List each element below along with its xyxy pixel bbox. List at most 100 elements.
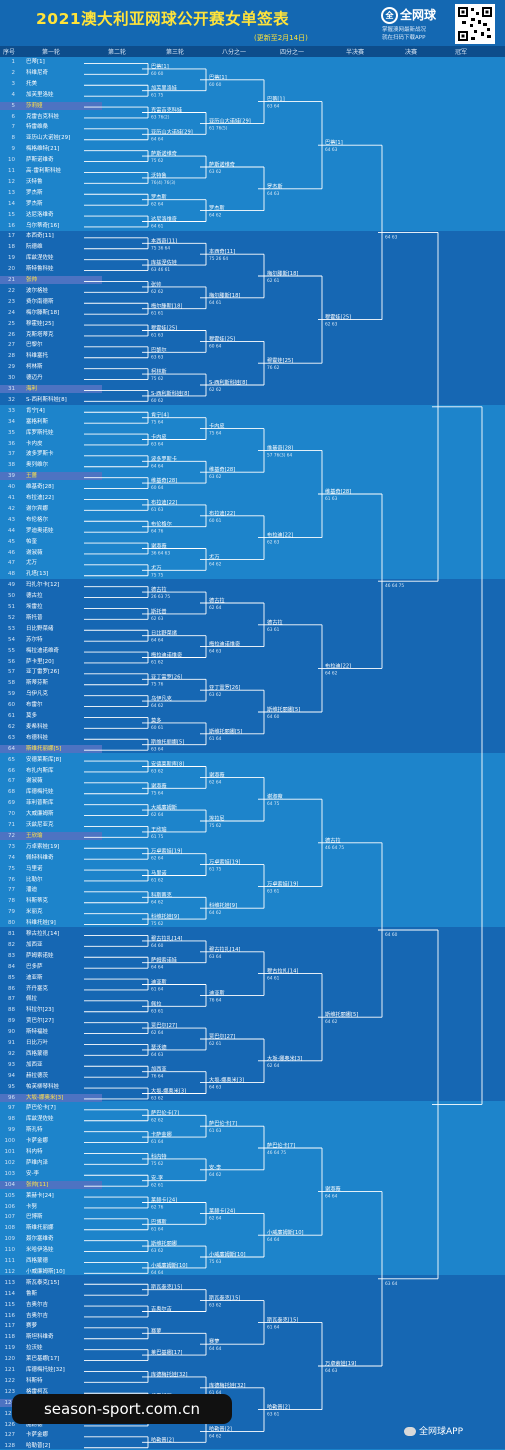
- seq-number: 95: [8, 1083, 15, 1090]
- seq-number: 68: [8, 789, 15, 796]
- match-score: 64 62: [325, 1019, 338, 1025]
- match-score: 64 63: [151, 1052, 164, 1058]
- player-name: 万卓索娃[19]: [26, 843, 60, 850]
- col-round3: 第三轮: [166, 49, 185, 56]
- seq-number: 102: [4, 1159, 16, 1166]
- player-name: 帕奎: [26, 538, 38, 545]
- player-name: 沃特鲁: [26, 178, 43, 185]
- seq-number: 13: [8, 189, 15, 196]
- match-score: 61 62: [151, 878, 164, 884]
- seq-number: 114: [4, 1290, 16, 1297]
- player-name: 赫拉德茨: [26, 1072, 49, 1079]
- match-score: 61 75: [151, 834, 164, 840]
- advancing-player: 波多罗斯卡: [151, 454, 177, 462]
- player-name: 莫多: [26, 713, 38, 719]
- player-name: 布雷尔: [26, 702, 43, 709]
- advancing-player: 哈勒普[2]: [267, 1403, 290, 1411]
- seq-number: 11: [8, 168, 15, 174]
- seq-number: 76: [8, 876, 15, 883]
- player-name: 张帅: [26, 277, 38, 283]
- seq-number: 96: [8, 1094, 15, 1101]
- seq-number: 109: [4, 1236, 16, 1243]
- seq-number: 43: [8, 516, 15, 523]
- match-score: 64 63: [325, 1368, 338, 1374]
- seq-number: 36: [8, 440, 15, 447]
- wechat-icon: [404, 1427, 416, 1436]
- seq-number: 98: [8, 1116, 15, 1123]
- match-score: 64 64: [151, 965, 164, 971]
- advancing-player: 谢淑薇: [209, 770, 225, 778]
- advancing-player: 布拉迪[22]: [267, 531, 293, 539]
- advancing-player: 巴蒂[1]: [267, 95, 285, 103]
- seq-number: 12: [8, 178, 15, 185]
- seq-number: 28: [8, 353, 15, 360]
- match-score: 62 62: [209, 387, 222, 393]
- advancing-player: 巴蒂[1]: [151, 62, 169, 70]
- player-name: 克斯塔蒂克: [26, 331, 54, 338]
- match-score: 76 64: [209, 997, 222, 1003]
- advancing-player: 亚历山大诺娃[29]: [209, 116, 251, 124]
- match-score: 62 61: [151, 1183, 164, 1189]
- player-name: 斯特鲁科娃: [26, 266, 54, 273]
- app-logo[interactable]: 全 全网球 掌握澳网最新战况 就在扫码下载APP: [381, 4, 449, 42]
- match-score: 75 62: [151, 376, 164, 382]
- advancing-player: 斯维托丽娜[5]: [151, 738, 184, 746]
- seq-number: 99: [8, 1127, 15, 1134]
- logo-name: 全网球: [400, 8, 437, 22]
- col-champion: 冠军: [455, 49, 468, 56]
- match-score: 63 62: [209, 169, 222, 175]
- match-score: 61 64: [151, 1139, 164, 1145]
- player-name: 高-雷利斯科娃: [26, 168, 61, 174]
- player-name: 奥列维尔: [26, 462, 49, 469]
- seq-number: 20: [8, 266, 15, 273]
- match-score: 63 61: [151, 1008, 164, 1014]
- match-score: 75 62: [151, 1161, 164, 1167]
- match-score: 61 62: [151, 660, 164, 666]
- match-score: 60 60: [151, 71, 164, 77]
- advancing-player: 莫多: [151, 716, 161, 724]
- player-name: 哈勒普[2]: [26, 1443, 51, 1450]
- player-name: 库兹涅佐娃: [26, 255, 54, 262]
- update-note: (更新至2月14日): [254, 34, 308, 42]
- advancing-player: 瑟沃德: [151, 1043, 167, 1051]
- match-score: 64 62: [209, 561, 222, 567]
- seq-number: 33: [8, 407, 15, 414]
- player-name: 卡萨金娜: [26, 1138, 49, 1145]
- seq-number: 126: [4, 1421, 16, 1428]
- advancing-player: S-西利斯科娃[8]: [151, 389, 189, 397]
- player-name: 科维尼奇: [26, 69, 49, 76]
- advancing-player: 沃特鲁: [151, 171, 167, 179]
- seq-number: 124: [4, 1399, 16, 1406]
- advancing-player: 卡内皮: [151, 433, 167, 441]
- match-score: 63 64: [267, 104, 280, 110]
- match-score: 60 61: [209, 518, 222, 524]
- advancing-player: 安德莱斯库[8]: [151, 760, 184, 768]
- match-score: 62 64: [151, 202, 164, 208]
- advancing-player: 尤万: [209, 552, 219, 560]
- advancing-player: 科维托娃[9]: [151, 912, 179, 920]
- player-name: 苏尔特: [26, 636, 43, 643]
- qr-code-icon[interactable]: [455, 4, 495, 44]
- advancing-player: 张帅: [151, 280, 161, 288]
- advancing-player: 大威廉姆斯: [151, 803, 177, 811]
- match-score: 61 64: [267, 1324, 280, 1330]
- player-name: 穆霍娃[25]: [26, 320, 54, 327]
- player-name: 斯瓦泰克[15]: [26, 1279, 60, 1286]
- match-score: 64 61: [209, 300, 222, 306]
- advancing-player: 巴蒂[1]: [209, 73, 227, 81]
- match-score: 63 76(2): [151, 115, 170, 121]
